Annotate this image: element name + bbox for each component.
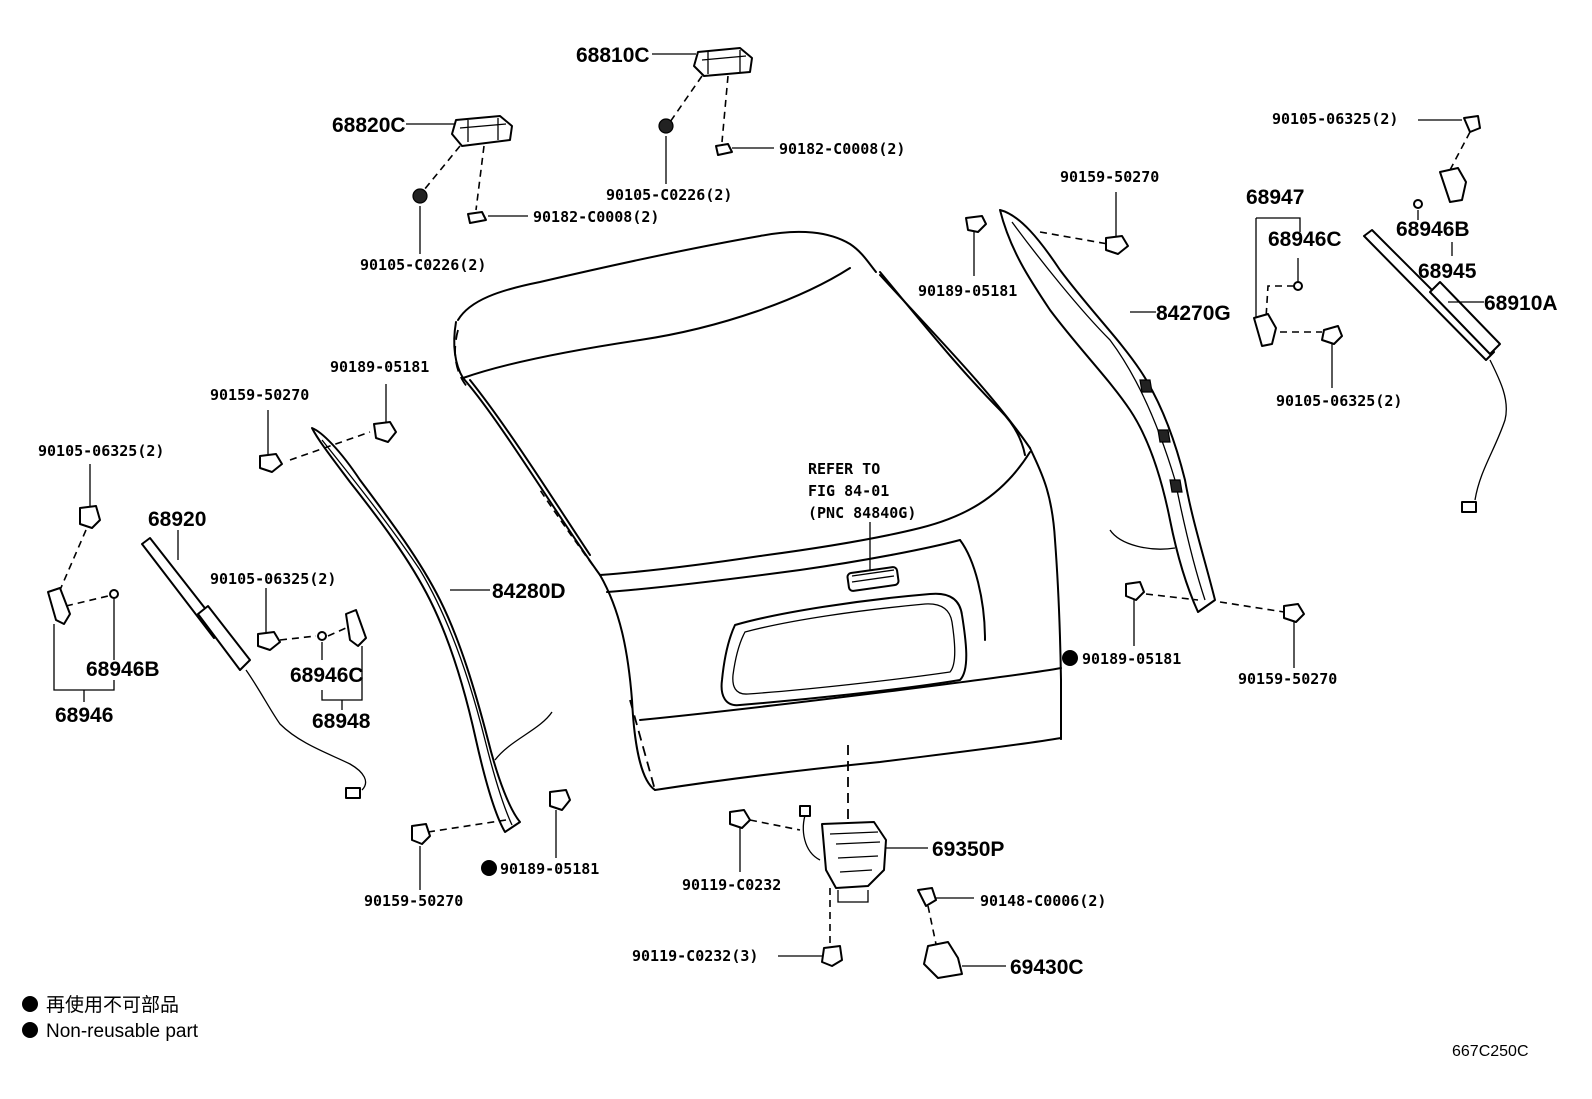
hinge-68810C — [652, 47, 774, 184]
label-90119-C0232: 90119-C0232 — [682, 876, 781, 894]
label-68947: 68947 — [1246, 186, 1304, 209]
label-68945: 68945 — [1418, 260, 1477, 283]
striker-69430C — [917, 887, 1006, 979]
refer-note-line-2: FIG 84-01 — [808, 482, 889, 500]
label-68910A: 68910A — [1484, 292, 1558, 315]
garnish-84280D — [259, 384, 571, 890]
strut-68910A — [1253, 115, 1507, 513]
label-68946: 68946 — [55, 704, 113, 727]
label-69350P: 69350P — [932, 838, 1004, 861]
non-reusable-mark-90189-right — [1062, 650, 1078, 666]
label-68946C-left: 68946C — [290, 664, 364, 687]
label-90189-05181-center-right: 90189-05181 — [1082, 650, 1181, 668]
label-68948: 68948 — [312, 710, 371, 733]
back-door-panel — [453, 230, 1062, 820]
label-69430C: 69430C — [1010, 956, 1084, 979]
strut-68920 — [47, 464, 367, 799]
refer-note-line-1: REFER TO — [808, 460, 880, 478]
label-90159-50270-mid-left: 90159-50270 — [210, 386, 309, 404]
legend-dot-en — [22, 1022, 38, 1038]
label-90189-05181-mid-left: 90189-05181 — [330, 358, 429, 376]
label-90105-C0226-lower: 90105-C0226(2) — [360, 256, 486, 274]
non-reusable-mark-90189-left — [481, 860, 497, 876]
label-84280D: 84280D — [492, 580, 566, 603]
label-90189-05181-bottom-left: 90189-05181 — [500, 860, 599, 878]
label-90159-50270-bottom-right: 90159-50270 — [1238, 670, 1337, 688]
label-90159-50270-top-right: 90159-50270 — [1060, 168, 1159, 186]
label-68946B-left: 68946B — [86, 658, 160, 681]
label-68820C: 68820C — [332, 114, 406, 137]
figure-code: 667C250C — [1452, 1043, 1529, 1060]
legend-dot-jp — [22, 996, 38, 1012]
label-90189-05181-top-right: 90189-05181 — [918, 282, 1017, 300]
lock-69350P — [729, 805, 928, 967]
label-68810C: 68810C — [576, 44, 650, 67]
label-90105-06325-left: 90105-06325(2) — [38, 442, 164, 460]
label-90159-50270-bottom-left: 90159-50270 — [364, 892, 463, 910]
label-68946C-right: 68946C — [1268, 228, 1342, 251]
hinge-68820C — [406, 115, 528, 254]
garnish-84270G — [965, 192, 1305, 668]
refer-note-line-3: (PNC 84840G) — [808, 504, 916, 522]
label-90105-06325-right-lower: 90105-06325(2) — [1276, 392, 1402, 410]
label-68920: 68920 — [148, 508, 206, 531]
label-90182-C0008-upper: 90182-C0008(2) — [779, 140, 905, 158]
label-90148-C0006: 90148-C0006(2) — [980, 892, 1106, 910]
legend-text-jp: 再使用不可部品 — [46, 994, 179, 1016]
label-90119-C0232-3: 90119-C0232(3) — [632, 947, 758, 965]
label-90105-06325-left-lower: 90105-06325(2) — [210, 570, 336, 588]
label-84270G: 84270G — [1156, 302, 1231, 325]
label-90105-C0226-upper: 90105-C0226(2) — [606, 186, 732, 204]
label-90105-06325-top-right: 90105-06325(2) — [1272, 110, 1398, 128]
legend-text-en: Non-reusable part — [46, 1021, 199, 1042]
label-68946B-right: 68946B — [1396, 218, 1470, 241]
legend: 再使用不可部品 Non-reusable part — [22, 994, 199, 1042]
label-90182-C0008-lower: 90182-C0008(2) — [533, 208, 659, 226]
